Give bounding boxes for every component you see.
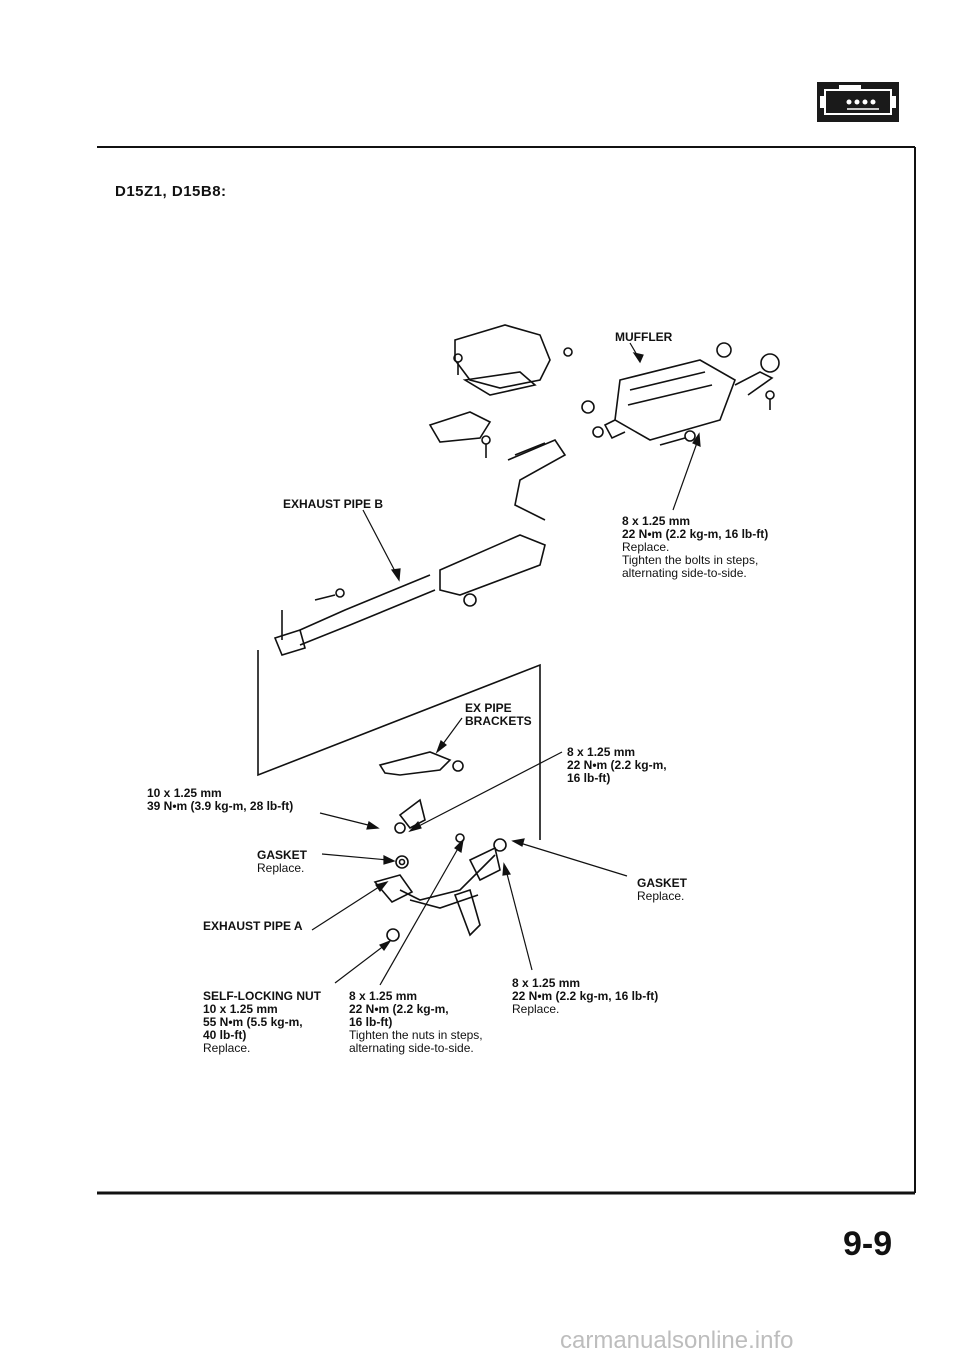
flange-nut-note-2: alternating side-to-side. bbox=[349, 1041, 474, 1055]
engine-section-icon bbox=[817, 82, 899, 122]
bracket-nut-spec: 10 x 1.25 mm 39 N•m (3.9 kg-m, 28 lb-ft) bbox=[147, 787, 293, 813]
gasket-left-title: GASKET bbox=[257, 848, 308, 862]
bracket-bolt-size: 8 x 1.25 mm bbox=[567, 745, 636, 759]
gasket-left-note: Replace. bbox=[257, 861, 305, 875]
self-locking-nut-torque-1: 55 N•m (5.5 kg-m, bbox=[203, 1015, 303, 1029]
flange-nut-torque-1: 22 N•m (2.2 kg-m, bbox=[349, 1002, 449, 1016]
stud-bolt-spec: 8 x 1.25 mm 22 N•m (2.2 kg-m, 16 lb-ft) … bbox=[512, 977, 658, 1016]
flange-nut-torque-2: 16 lb-ft) bbox=[349, 1015, 393, 1029]
gasket-right-label: GASKET Replace. bbox=[637, 877, 687, 903]
bracket-bolt-torque-1: 22 N•m (2.2 kg-m, bbox=[567, 758, 667, 772]
self-locking-nut-title: SELF-LOCKING NUT bbox=[203, 989, 321, 1003]
exhaust-pipe-a-label: EXHAUST PIPE A bbox=[203, 919, 303, 933]
stud-bolt-size: 8 x 1.25 mm bbox=[512, 976, 581, 990]
muffler-bolt-note-2: alternating side-to-side. bbox=[622, 566, 747, 580]
gasket-right-title: GASKET bbox=[637, 876, 688, 890]
flange-nut-note-1: Tighten the nuts in steps, bbox=[349, 1028, 483, 1042]
gasket-right-note: Replace. bbox=[637, 889, 685, 903]
self-locking-nut-torque-2: 40 lb-ft) bbox=[203, 1028, 247, 1042]
self-locking-nut-size: 10 x 1.25 mm bbox=[203, 1002, 278, 1016]
bracket-nut-torque: 39 N•m (3.9 kg-m, 28 lb-ft) bbox=[147, 799, 294, 813]
flange-nut-spec: 8 x 1.25 mm 22 N•m (2.2 kg-m, 16 lb-ft) … bbox=[349, 990, 483, 1055]
stud-bolt-torque: 22 N•m (2.2 kg-m, 16 lb-ft) bbox=[512, 989, 659, 1003]
ex-pipe-brackets-line-2: BRACKETS bbox=[465, 714, 532, 728]
self-locking-nut-replace: Replace. bbox=[203, 1041, 251, 1055]
model-heading: D15Z1, D15B8: bbox=[115, 183, 227, 200]
muffler-bolt-size: 8 x 1.25 mm bbox=[622, 514, 691, 528]
ex-pipe-brackets-label: EX PIPE BRACKETS bbox=[465, 702, 532, 728]
stud-bolt-replace: Replace. bbox=[512, 1002, 560, 1016]
muffler-bolt-note-1: Tighten the bolts in steps, bbox=[622, 553, 759, 567]
page-number: 9-9 bbox=[843, 1225, 893, 1263]
watermark: carmanualsonline.info bbox=[560, 1327, 794, 1354]
bracket-bolt-spec: 8 x 1.25 mm 22 N•m (2.2 kg-m, 16 lb-ft) bbox=[567, 746, 667, 785]
exhaust-pipe-b-label: EXHAUST PIPE B bbox=[283, 497, 384, 511]
muffler-bolt-spec: 8 x 1.25 mm 22 N•m (2.2 kg-m, 16 lb-ft) … bbox=[622, 515, 768, 580]
bracket-bolt-torque-2: 16 lb-ft) bbox=[567, 771, 611, 785]
gasket-left-label: GASKET Replace. bbox=[257, 849, 307, 875]
muffler-bolt-torque: 22 N•m (2.2 kg-m, 16 lb-ft) bbox=[622, 527, 769, 541]
muffler-bolt-replace: Replace. bbox=[622, 540, 670, 554]
muffler-label: MUFFLER bbox=[615, 330, 673, 344]
flange-nut-size: 8 x 1.25 mm bbox=[349, 989, 418, 1003]
self-locking-nut-spec: SELF-LOCKING NUT 10 x 1.25 mm 55 N•m (5.… bbox=[203, 990, 321, 1055]
bracket-nut-size: 10 x 1.25 mm bbox=[147, 786, 222, 800]
ex-pipe-brackets-line-1: EX PIPE bbox=[465, 701, 512, 715]
